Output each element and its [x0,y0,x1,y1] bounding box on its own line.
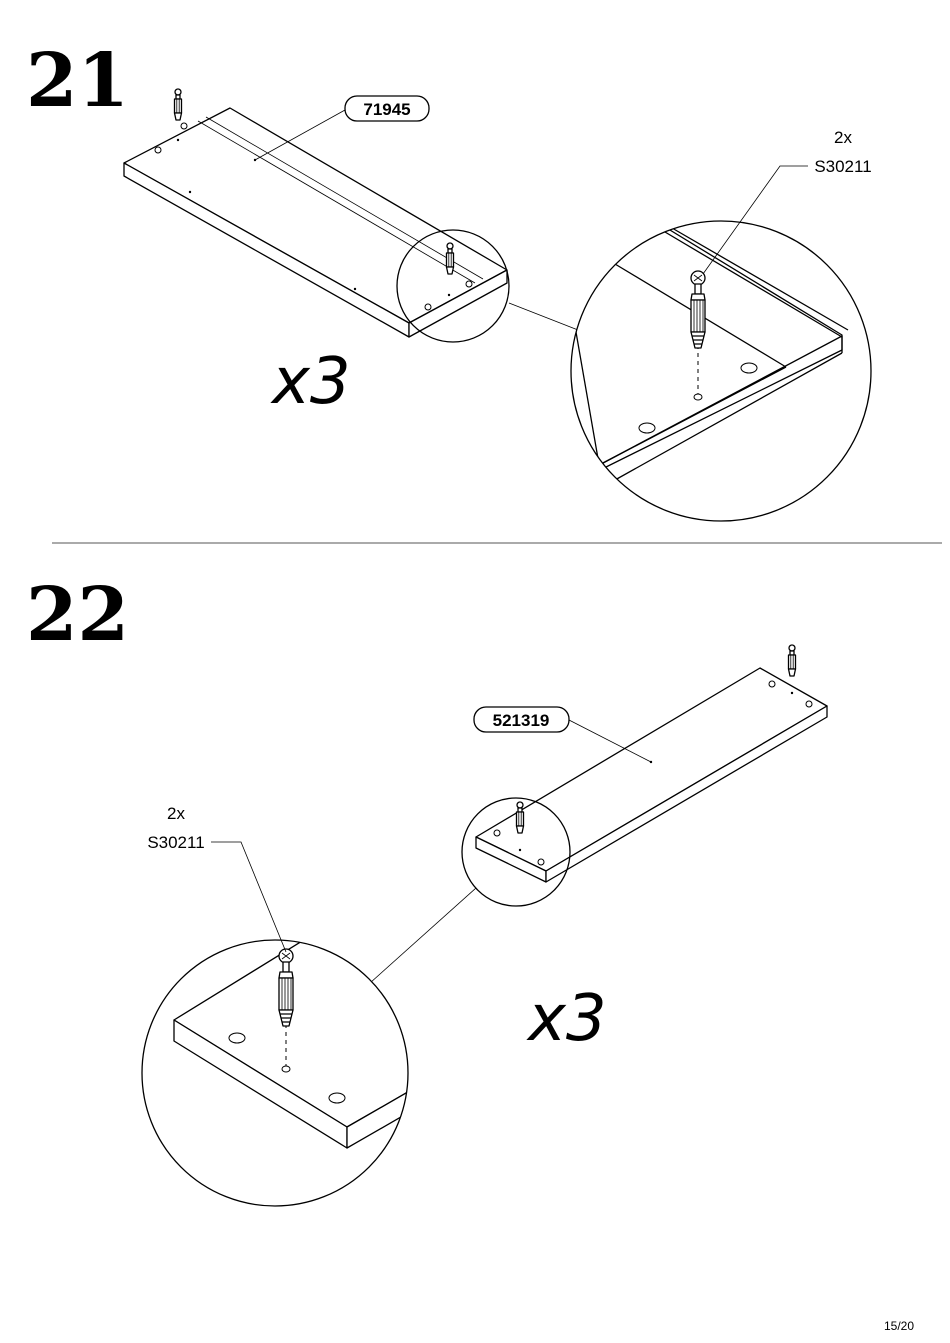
step-21: 21 71945 [26,38,872,521]
dowel-pin-icon [175,89,182,120]
hardware-count: 2x [167,804,185,823]
panel-521319 [476,668,827,882]
quantity-multiplier: x3 [270,345,351,419]
dowel-pin-icon [789,645,796,676]
cam-dowel-icon [279,949,293,1026]
step-number: 21 [26,38,129,124]
hardware-code: S30211 [147,833,204,852]
cam-dowel-icon [691,271,705,348]
part-label: 71945 [363,100,410,119]
step-number: 22 [26,572,129,658]
dowel-pin-icon [447,243,454,274]
hardware-code: S30211 [814,157,871,176]
part-label: 521319 [493,711,550,730]
page-number: 15/20 [884,1319,914,1333]
quantity-multiplier: x3 [526,982,607,1056]
panel-71945 [124,108,507,337]
zoom-detail [142,930,420,1206]
dowel-pin-icon [517,802,524,833]
hardware-count: 2x [834,128,852,147]
zoom-detail [560,221,871,521]
step-22: 22 521319 [26,572,827,1206]
